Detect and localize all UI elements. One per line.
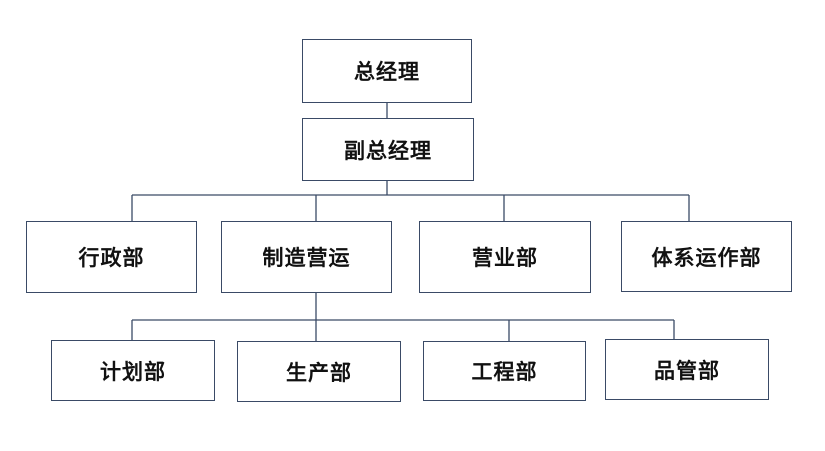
node-manufacturing-operations: 制造营运 (221, 221, 392, 293)
node-admin-department: 行政部 (26, 221, 197, 293)
node-label: 副总经理 (344, 138, 432, 163)
node-label: 品管部 (654, 358, 720, 383)
node-label: 总经理 (354, 60, 420, 84)
node-label: 生产部 (286, 360, 352, 385)
node-sales-department: 营业部 (419, 221, 591, 293)
node-general-manager: 总经理 (302, 39, 472, 103)
node-deputy-general-manager: 副总经理 (302, 118, 474, 181)
node-quality-control-department: 品管部 (605, 339, 769, 400)
node-label: 行政部 (78, 246, 145, 270)
node-label: 计划部 (100, 359, 166, 384)
node-label: 工程部 (471, 360, 538, 384)
node-label: 制造营运 (262, 246, 351, 270)
node-planning-department: 计划部 (51, 340, 215, 401)
node-system-operations-department: 体系运作部 (621, 221, 792, 292)
node-production-department: 生产部 (237, 341, 401, 402)
node-label: 体系运作部 (651, 245, 762, 270)
node-engineering-department: 工程部 (423, 341, 586, 401)
node-label: 营业部 (472, 246, 538, 270)
